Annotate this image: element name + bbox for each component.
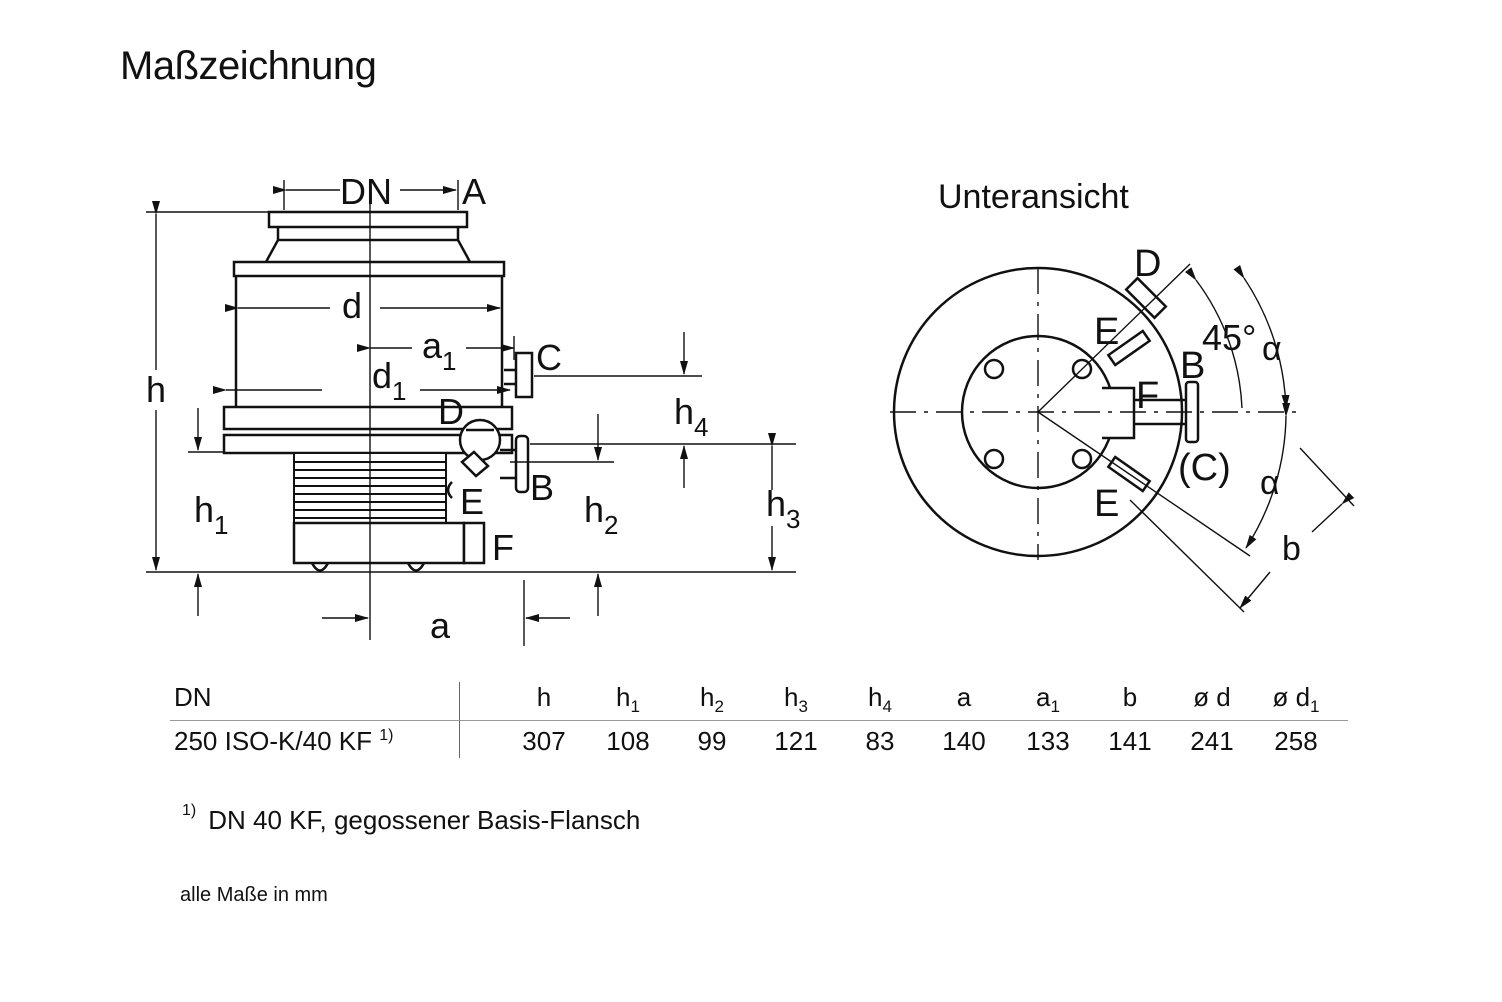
label-h4: h4 (674, 391, 709, 442)
electronics-base (292, 521, 466, 565)
col-od1: ø d1 (1272, 682, 1320, 716)
body-flange-upper (222, 405, 514, 431)
label-b-dim: b (1282, 530, 1301, 568)
bolt-hole-1 (983, 358, 1005, 380)
side-view-labels: DN A d a1 C d1 h D h4 E B h1 h2 h3 F a (146, 171, 801, 646)
label-dn: DN (340, 171, 392, 212)
label-a1: a1 (422, 325, 457, 376)
label-d: d (342, 285, 362, 326)
col-h1: h1 (616, 682, 640, 716)
bottom-view-title: Unteransicht (938, 178, 1129, 216)
value-od1: 258 (1274, 726, 1318, 756)
row-label: 250 ISO-K/40 KF 1) (174, 726, 394, 756)
value-od: 241 (1190, 726, 1234, 756)
col-od: ø d (1193, 682, 1231, 712)
value-h2: 99 (697, 726, 727, 756)
label-d1: d1 (372, 355, 407, 406)
label-b: B (530, 467, 554, 508)
label-h2: h2 (584, 489, 619, 540)
flange-neck (264, 227, 472, 263)
port-d (1124, 276, 1168, 320)
value-b: 141 (1108, 726, 1152, 756)
bolt-hole-3 (983, 448, 1005, 470)
value-h3: 121 (774, 726, 818, 756)
col-h4: h4 (868, 682, 892, 716)
value-h4: 83 (865, 726, 895, 756)
value-h: 307 (522, 726, 566, 756)
page-title: Maßzeichnung (120, 44, 377, 88)
dimension-table: DN h h1 h2 h3 h4 a a1 b ø d ø d1 250 ISO… (170, 678, 1350, 766)
label-f-bottom: F (1136, 375, 1159, 417)
footnote-marker: 1) (182, 802, 197, 819)
col-b: b (1122, 682, 1138, 712)
bolt-hole-4 (1071, 448, 1093, 470)
label-angle: 45° (1202, 317, 1256, 358)
col-a1: a1 (1036, 682, 1060, 716)
port-c (514, 351, 534, 399)
label-d-bottom: D (1134, 243, 1161, 285)
footnote-text: DN 40 KF, gegossener Basis-Flansch (208, 805, 641, 835)
units-note: alle Maße in mm (180, 884, 328, 906)
label-a: a (430, 605, 451, 646)
label-c-bottom: (C) (1178, 447, 1231, 489)
port-d-knob (458, 418, 502, 462)
label-e-bottom: E (1094, 483, 1119, 525)
port-e-top (1106, 329, 1152, 367)
port-e (460, 450, 490, 478)
col-a: a (956, 682, 972, 712)
label-a-flange: A (462, 171, 486, 212)
label-alpha-top: α (1262, 330, 1282, 368)
value-a1: 133 (1026, 726, 1070, 756)
footnote: 1) DN 40 KF, gegossener Basis-Flansch (182, 802, 640, 836)
col-h3: h3 (784, 682, 808, 716)
upper-collar (232, 260, 506, 278)
col-h: h (536, 682, 552, 712)
bottom-view-labels: D E 45° α B F (C) α E b (1094, 243, 1301, 568)
value-h1: 108 (606, 726, 650, 756)
label-c: C (536, 337, 562, 378)
label-h3: h3 (766, 483, 801, 534)
label-alpha-bottom: α (1260, 464, 1280, 502)
bolt-hole-2 (1071, 358, 1093, 380)
side-view-dimensions (146, 180, 796, 646)
feet (310, 562, 426, 572)
table-header-dn: DN (174, 682, 212, 712)
label-h: h (146, 369, 166, 410)
port-b (514, 434, 530, 494)
label-d-port: D (438, 391, 464, 432)
label-b-bottom: B (1180, 345, 1205, 387)
value-a: 140 (942, 726, 986, 756)
table-divider-horizontal (170, 720, 1348, 721)
table-row: 250 ISO-K/40 KF 1) 307 108 99 121 83 140… (170, 722, 1350, 766)
pump-body (234, 276, 504, 407)
label-e-top: E (1094, 311, 1119, 353)
label-h1: h1 (194, 489, 229, 540)
bottom-view-dimensions (890, 263, 1355, 613)
inlet-flange (267, 210, 469, 229)
col-h2: h2 (700, 682, 724, 716)
label-f: F (492, 527, 514, 568)
recess-f (1102, 386, 1136, 440)
label-e: E (460, 481, 484, 522)
table-header-row: DN h h1 h2 h3 h4 a a1 b ø d ø d1 (170, 678, 1350, 722)
port-f (462, 521, 486, 565)
